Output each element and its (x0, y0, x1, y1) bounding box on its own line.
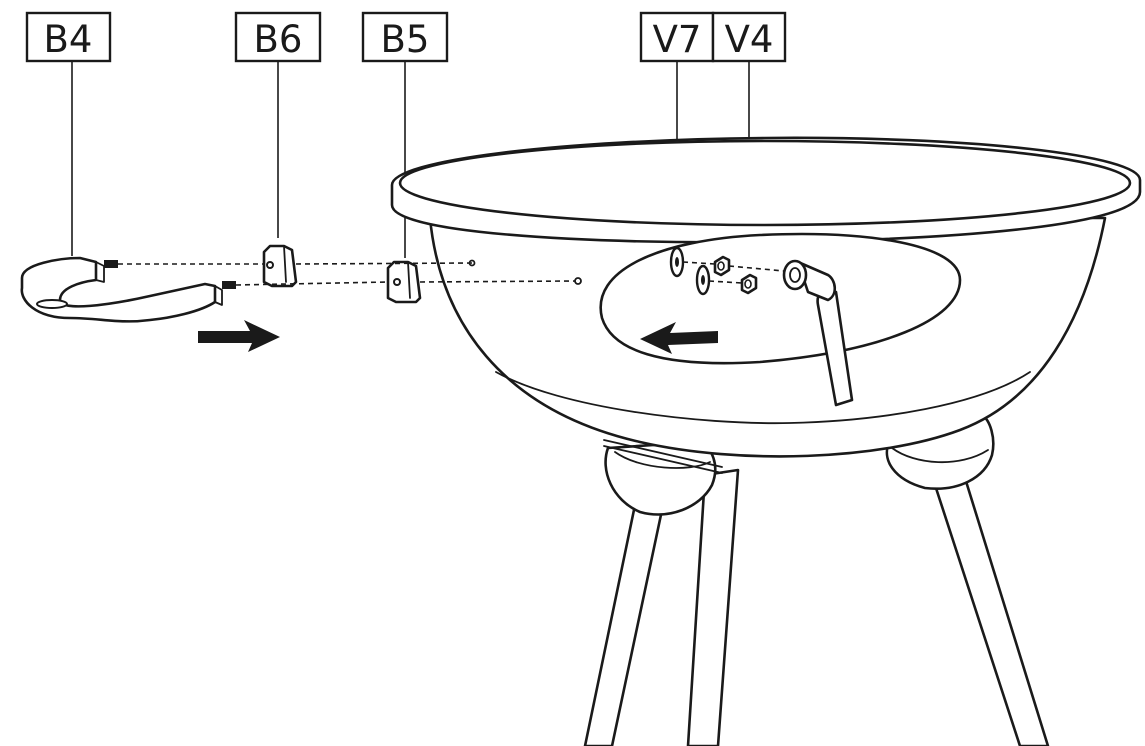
label-b5-text: B5 (381, 18, 430, 61)
grill-bowl (390, 136, 1142, 458)
label-v7-text: V7 (653, 18, 702, 61)
label-v4-text: V4 (725, 18, 774, 61)
arrow-left-icon (640, 322, 718, 354)
label-b4-text: B4 (44, 18, 93, 61)
spacer-b6 (262, 244, 298, 288)
nut-v4 (713, 255, 758, 295)
label-b6: B6 (234, 11, 322, 63)
gas-hose-fitting (782, 259, 854, 407)
assembly-guides (118, 261, 785, 286)
label-b6-text: B6 (254, 18, 303, 61)
label-v4: V4 (711, 11, 787, 63)
washer-v7 (669, 246, 711, 296)
stand-legs (583, 413, 1050, 746)
arrow-right-icon (198, 320, 280, 352)
spacer-b5 (386, 260, 422, 304)
label-b4: B4 (25, 11, 112, 63)
handle-b4 (20, 256, 236, 323)
label-b5: B5 (361, 11, 449, 63)
label-v7: V7 (639, 11, 715, 63)
